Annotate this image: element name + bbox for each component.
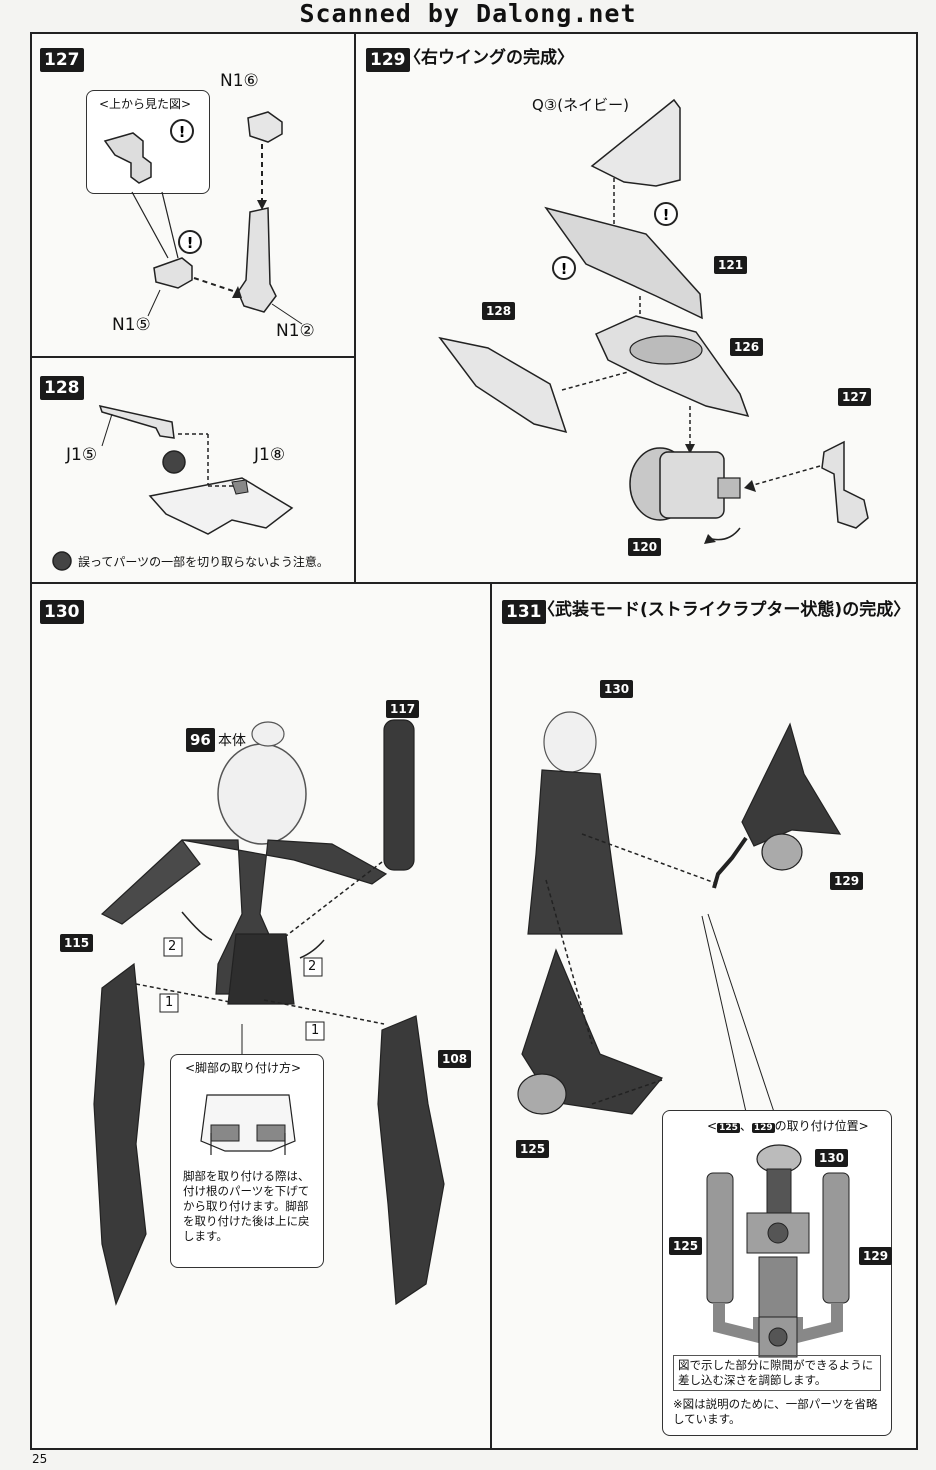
page-number: 25: [32, 1452, 48, 1466]
svg-text:!: !: [179, 123, 186, 141]
strike-raptor-assembly-diagram: [517, 711, 842, 1115]
leg-attach-note: 脚部を取り付ける際は、付け根のパーツを下げてから取り付けます。脚部を取り付けた後…: [183, 1169, 310, 1243]
ref-tag-130: 130: [600, 680, 634, 698]
part-q3-label: Q③(ネイビー): [532, 96, 629, 114]
part-n1-2-label: N1②: [276, 321, 315, 341]
step-128-diagram: [52, 404, 294, 571]
order-marker-2-left: 2: [168, 939, 177, 954]
body-label: 本体: [218, 733, 246, 749]
step-number: 128: [40, 376, 84, 400]
part-j1-5-label: J1⑤: [66, 445, 98, 465]
ref-tag-120: 120: [628, 538, 662, 556]
hip-joint-diagram: [200, 1094, 296, 1155]
step-130-panel: 130 96 本体 117 115 108 2 2 1 1 <脚部の取り付け方>: [30, 582, 492, 1450]
callout-ref-129: 129: [859, 1247, 893, 1265]
ref-tag-128: 128: [482, 302, 516, 320]
callout-title-open: <: [707, 1119, 718, 1133]
scan-watermark: Scanned by Dalong.net: [299, 0, 637, 28]
body-assembly-diagram: [93, 719, 445, 1306]
cut-caution-text: 誤ってパーツの一部を切り取らないよう注意。: [78, 555, 329, 569]
ref-tag-121: 121: [714, 256, 748, 274]
right-wing-assembly-diagram: ! !: [438, 98, 869, 544]
svg-text:!: !: [561, 260, 568, 278]
ref-tag-125: 125: [516, 1140, 550, 1158]
elbow-part-top-view: !: [103, 119, 194, 184]
part-n1-5-label: N1⑤: [112, 315, 151, 335]
order-marker-2-right: 2: [308, 959, 317, 974]
step-number: 131: [502, 600, 546, 624]
callout-title-sep: 、: [739, 1119, 752, 1133]
omission-footnote: ※図は説明のために、一部パーツを省略しています。: [673, 1397, 878, 1426]
order-marker-1-left: 1: [165, 995, 174, 1010]
ref-tag-127: 127: [838, 388, 872, 406]
ref-tag-126: 126: [730, 338, 764, 356]
svg-text:!: !: [187, 234, 194, 252]
step-title: 〈右ウイングの完成〉: [404, 48, 574, 68]
callout-title: <上から見た図>: [99, 97, 192, 111]
callout-tag-125: 125: [717, 1123, 740, 1133]
top-view-callout: <上から見た図> !: [86, 90, 210, 194]
body-ref-tag: 96: [186, 728, 215, 752]
leg-attach-callout: <脚部の取り付け方> 脚部を取り付ける際は、付け根のパーツを下げてから取り付けま…: [170, 1054, 324, 1268]
step-131-panel: 131 〈武装モード(ストライクラプター状態)の完成〉 130 129 125 …: [490, 582, 918, 1450]
ref-tag-129: 129: [830, 872, 864, 890]
ref-tag-117: 117: [386, 700, 420, 718]
attach-position-diagram: [706, 1144, 850, 1358]
step-number: 127: [40, 48, 84, 72]
step-129-panel: 129 〈右ウイングの完成〉 Q③(ネイビー) ! ! 121 128 126 …: [354, 32, 918, 584]
step-127-diagram: !: [131, 111, 303, 325]
step-127-panel: 127 <上から見た図> ! ! N1⑥ N1⑤ N1②: [30, 32, 356, 358]
step-128-panel: 128 J1⑤ J1⑧ 誤ってパーツの一部を切り取らないよう注意。: [30, 356, 356, 584]
callout-tag-129: 129: [751, 1123, 775, 1133]
callout-ref-125: 125: [669, 1237, 703, 1255]
part-j1-8-label: J1⑧: [254, 445, 286, 465]
callout-title-rest: の取り付け位置>: [774, 1119, 869, 1133]
svg-text:!: !: [663, 206, 670, 224]
ref-tag-108: 108: [438, 1050, 472, 1068]
part-n1-6-label: N1⑥: [220, 71, 259, 91]
ref-tag-115: 115: [60, 934, 94, 952]
step-number: 129: [366, 48, 410, 72]
callout-title: <脚部の取り付け方>: [185, 1061, 302, 1075]
step-title: 〈武装モード(ストライクラプター状態)の完成〉: [538, 600, 911, 620]
gap-adjust-note: 図で示した部分に隙間ができるように差し込む深さを調節します。: [673, 1355, 881, 1391]
order-marker-1-right: 1: [311, 1023, 320, 1038]
callout-ref-130: 130: [815, 1149, 849, 1167]
step-number: 130: [40, 600, 84, 624]
